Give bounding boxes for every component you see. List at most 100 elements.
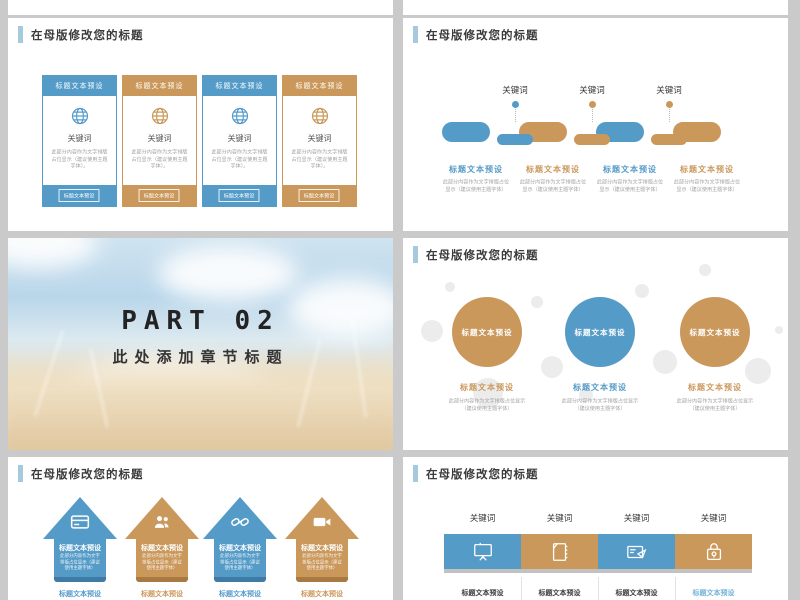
info-card: 标题文本预设 关键词 此部分内容作为文字排版占位显示（建议使用主题字体）。 标题… xyxy=(42,75,117,207)
keyword-box xyxy=(598,534,675,569)
slide-thumbnail-keywords[interactable]: 在母版修改您的标题 关键词 关键词 关键词 关键词 xyxy=(403,457,788,600)
item-body-text: 此部分内容作为文字排版占位显示（建议使用主题字体） xyxy=(519,179,587,193)
card-footer: 标题文本预设 xyxy=(123,185,196,206)
card-header: 标题文本预设 xyxy=(123,76,196,96)
card-footer: 标题文本预设 xyxy=(43,185,116,206)
chain-link-shape xyxy=(673,122,721,142)
arrow-shadow-edge xyxy=(136,577,188,582)
title-accent-bar xyxy=(413,465,418,482)
item-heading: 标题文本预设 xyxy=(680,165,734,174)
chain-connector xyxy=(651,134,687,145)
item-body-text: 此部分内容作为文字排版占位显示（建议使用主题字体） xyxy=(596,179,664,193)
circle-item: 标题文本预设 此部分内容作为文字排版占位显示（建议使用主题字体） xyxy=(555,382,645,415)
card-body-text: 此部分内容作为文字排版占位显示（建议使用主题字体）。 xyxy=(211,149,268,170)
box-shadow-strip xyxy=(444,569,752,573)
title-accent-bar xyxy=(18,26,23,43)
slide-thumbnail-cards[interactable]: 在母版修改您的标题 标题文本预设 关键词 此部分内容作为文字排版占位显示（建议使… xyxy=(8,18,393,231)
video-camera-icon xyxy=(312,512,332,532)
globe-icon xyxy=(231,107,249,125)
card-footer: 标题文本预设 xyxy=(203,185,276,206)
item-heading: 标题文本预设 xyxy=(449,165,503,174)
chain-link-shape xyxy=(519,122,567,142)
slide-partial-top-left xyxy=(8,0,393,15)
arrow-shaft-shape xyxy=(54,539,106,577)
title-accent-bar xyxy=(413,246,418,263)
bubble-shape xyxy=(579,388,593,402)
arrow-shaft-shape xyxy=(136,539,188,577)
notebook-icon xyxy=(549,541,571,563)
globe-icon xyxy=(151,107,169,125)
link-icon xyxy=(230,512,250,532)
slide-title-row: 在母版修改您的标题 xyxy=(413,465,539,482)
slide-thumbnail-section[interactable]: PART 02 此处添加章节标题 xyxy=(8,238,393,450)
mail-icon xyxy=(626,541,648,563)
slide-title: 在母版修改您的标题 xyxy=(426,466,539,481)
bubble-shape xyxy=(699,264,711,276)
arrow-body-text: 此部分内容作为文字排版占位显示（建议使用主题字体） xyxy=(302,554,342,572)
title-accent-bar xyxy=(18,465,23,482)
card-body-text: 此部分内容作为文字排版占位显示（建议使用主题字体）。 xyxy=(291,149,348,170)
globe-icon xyxy=(71,107,89,125)
item-heading: 标题文本预设 xyxy=(603,165,657,174)
chain-item: 标题文本预设 此部分内容作为文字排版占位显示（建议使用主题字体） xyxy=(590,164,670,196)
item-heading: 标题文本预设 xyxy=(573,383,627,392)
card-header: 标题文本预设 xyxy=(43,76,116,96)
chain-item: 标题文本预设 此部分内容作为文字排版占位显示（建议使用主题字体） xyxy=(513,164,593,196)
card-body-text: 此部分内容作为文字排版占位显示（建议使用主题字体）。 xyxy=(51,149,108,170)
card-footer: 标题文本预设 xyxy=(283,185,356,206)
chain-connector xyxy=(497,134,533,145)
keyword-dot xyxy=(666,101,673,108)
slide-thumbnail-chain[interactable]: 在母版修改您的标题 关键词 关键词 关键词 标题文本预设 此部分内容作为文字排版… xyxy=(403,18,788,231)
circle-label: 标题文本预设 xyxy=(461,327,513,337)
keyword-leader-line xyxy=(515,109,516,122)
arrow-footer-label: 标题文本预设 xyxy=(219,590,261,598)
circle-shape: 标题文本预设 xyxy=(452,297,522,367)
arrow-head-shape xyxy=(43,497,117,539)
card-button: 标题文本预设 xyxy=(139,189,180,202)
arrow-head-shape xyxy=(125,497,199,539)
bubble-shape xyxy=(445,282,455,292)
circle-shape: 标题文本预设 xyxy=(680,297,750,367)
card-keyword: 关键词 xyxy=(147,134,172,143)
arrow-shadow-edge xyxy=(54,577,106,582)
wheat-field xyxy=(8,350,393,450)
arrow-item: 标题文本预设 此部分内容作为文字排版占位显示（建议使用主题字体） 标题文本预设 xyxy=(43,497,117,600)
bubble-shape xyxy=(653,350,677,374)
chain-item: 标题文本预设 此部分内容作为文字排版占位显示（建议使用主题字体） xyxy=(436,164,516,196)
slide-title: 在母版修改您的标题 xyxy=(31,27,144,42)
arrow-body-text: 此部分内容作为文字排版占位显示（建议使用主题字体） xyxy=(60,554,100,572)
cloud-shape xyxy=(8,238,98,268)
chain-link-shape xyxy=(442,122,490,142)
arrow-item: 标题文本预设 此部分内容作为文字排版占位显示（建议使用主题字体） 标题文本预设 xyxy=(203,497,277,600)
arrow-item: 标题文本预设 此部分内容作为文字排版占位显示（建议使用主题字体） 标题文本预设 xyxy=(125,497,199,600)
card-button: 标题文本预设 xyxy=(299,189,340,202)
card-header: 标题文本预设 xyxy=(283,76,356,96)
cloud-shape xyxy=(288,278,393,338)
item-body-text: 此部分内容作为文字排版占位显示（建议使用主题字体） xyxy=(448,398,526,412)
lock-icon xyxy=(703,541,725,563)
keyword-box xyxy=(444,534,521,569)
arrow-label: 标题文本预设 xyxy=(301,544,343,552)
card-button: 标题文本预设 xyxy=(219,189,260,202)
chain-connector xyxy=(574,134,610,145)
column-divider xyxy=(598,577,599,600)
chain-link-shape xyxy=(596,122,644,142)
info-card: 标题文本预设 关键词 此部分内容作为文字排版占位显示（建议使用主题字体）。 标题… xyxy=(202,75,277,207)
info-card: 标题文本预设 关键词 此部分内容作为文字排版占位显示（建议使用主题字体）。 标题… xyxy=(282,75,357,207)
item-body-text: 此部分内容作为文字排版占位显示（建议使用主题字体） xyxy=(442,179,510,193)
title-accent-bar xyxy=(413,26,418,43)
item-heading: 标题文本预设 xyxy=(461,589,504,597)
bubble-shape xyxy=(775,326,783,334)
bubble-shape xyxy=(635,284,649,298)
keyword-label: 关键词 xyxy=(623,514,650,524)
chain-keyword-label: 关键词 xyxy=(656,86,682,96)
card-keyword: 关键词 xyxy=(67,134,92,143)
slide-thumbnail-circles[interactable]: 在母版修改您的标题 标题文本预设 标题文本预设 标题文本预设 标题文本预设 此部… xyxy=(403,238,788,450)
arrow-shadow-edge xyxy=(214,577,266,582)
item-heading: 标题文本预设 xyxy=(615,589,658,597)
cloud-shape xyxy=(158,246,298,301)
arrow-shadow-edge xyxy=(296,577,348,582)
slide-thumbnail-arrows[interactable]: 在母版修改您的标题 标题文本预设 此部分内容作为文字排版占位显示（建议使用主题字… xyxy=(8,457,393,600)
card-body-text: 此部分内容作为文字排版占位显示（建议使用主题字体）。 xyxy=(131,149,188,170)
